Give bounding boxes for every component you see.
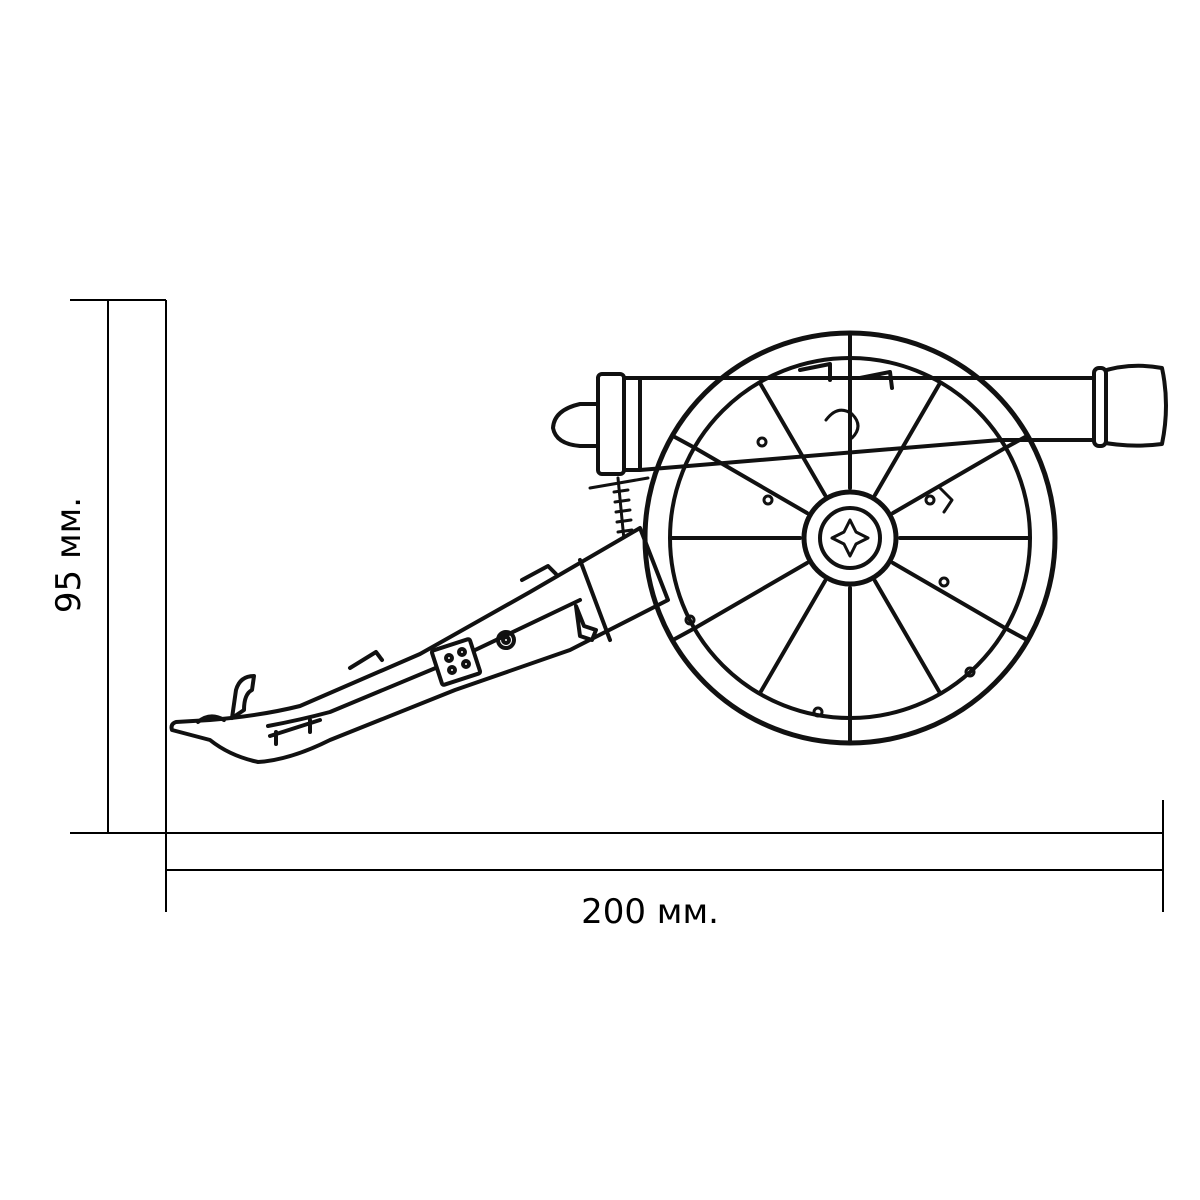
trail-hook-2	[520, 564, 558, 582]
wheel-hub	[801, 489, 899, 587]
trail-hook-1	[348, 650, 384, 670]
trail-body	[169, 526, 670, 764]
trail-plate-rivet-3	[447, 665, 457, 675]
screw-threads	[612, 488, 634, 534]
trail-side-line	[266, 558, 612, 728]
trail-lever	[574, 604, 598, 642]
trail-plate	[429, 637, 483, 687]
barrel-ring	[1092, 366, 1108, 448]
trail-plate-rivet-1	[444, 653, 454, 663]
wheel-spokes	[668, 358, 1032, 718]
trail-foot	[196, 714, 226, 724]
cannon-barrel	[551, 362, 1168, 476]
trail-tail-clamp	[268, 718, 322, 746]
cannon-illustration	[169, 330, 1168, 764]
screw-handle	[588, 476, 650, 490]
carriage-bracket	[824, 408, 954, 514]
barrel-cascabel	[551, 402, 600, 448]
width-label: 200 мм.	[581, 892, 719, 932]
trail-bolt	[496, 630, 516, 650]
trail-plate-rivet-4	[461, 659, 471, 669]
barrel-muzzle	[1098, 363, 1168, 448]
wheel-hub-ring	[818, 506, 882, 570]
wheel-axle-cap	[830, 518, 870, 558]
width-dimension: 200 мм.	[165, 800, 1164, 932]
height-dimension: 95 мм.	[49, 299, 167, 834]
barrel-breech-band	[596, 372, 626, 476]
wheel-felloe-joints	[671, 331, 1029, 745]
barrel-trunnion-detail	[798, 362, 894, 390]
height-label: 95 мм.	[49, 497, 89, 613]
trail-plate-rivet-2	[457, 647, 467, 657]
elevation-screw	[588, 476, 650, 542]
trail-bolt-center	[501, 635, 511, 645]
cannon-trail	[169, 526, 670, 764]
barrel-body	[610, 376, 1102, 472]
wheel-rim-bolts	[684, 436, 976, 718]
cannon-wheel	[642, 330, 1058, 746]
screw-shaft	[616, 476, 626, 542]
trail-handle	[230, 674, 256, 720]
